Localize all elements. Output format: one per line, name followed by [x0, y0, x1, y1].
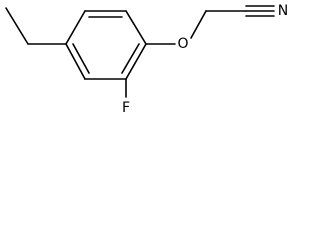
- atom-label-nitrogen: N: [278, 3, 288, 19]
- bond-ring-c1-c2: [65, 10, 86, 45]
- bond-ring-double-right: [121, 43, 140, 74]
- structure-diagram: O N F: [5, 3, 288, 116]
- bond-oxygen-ch2: [190, 10, 207, 39]
- atom-label-fluorine: F: [122, 100, 130, 116]
- atom-label-oxygen: O: [177, 36, 188, 52]
- bond-ring-c4-c5: [125, 43, 147, 80]
- bond-ring-double-left: [72, 43, 90, 74]
- bond-ring-c3-c4: [125, 10, 147, 45]
- bond-ethyl-ch3-ch2: [5, 7, 29, 45]
- bond-ring-c6-c1: [65, 43, 86, 80]
